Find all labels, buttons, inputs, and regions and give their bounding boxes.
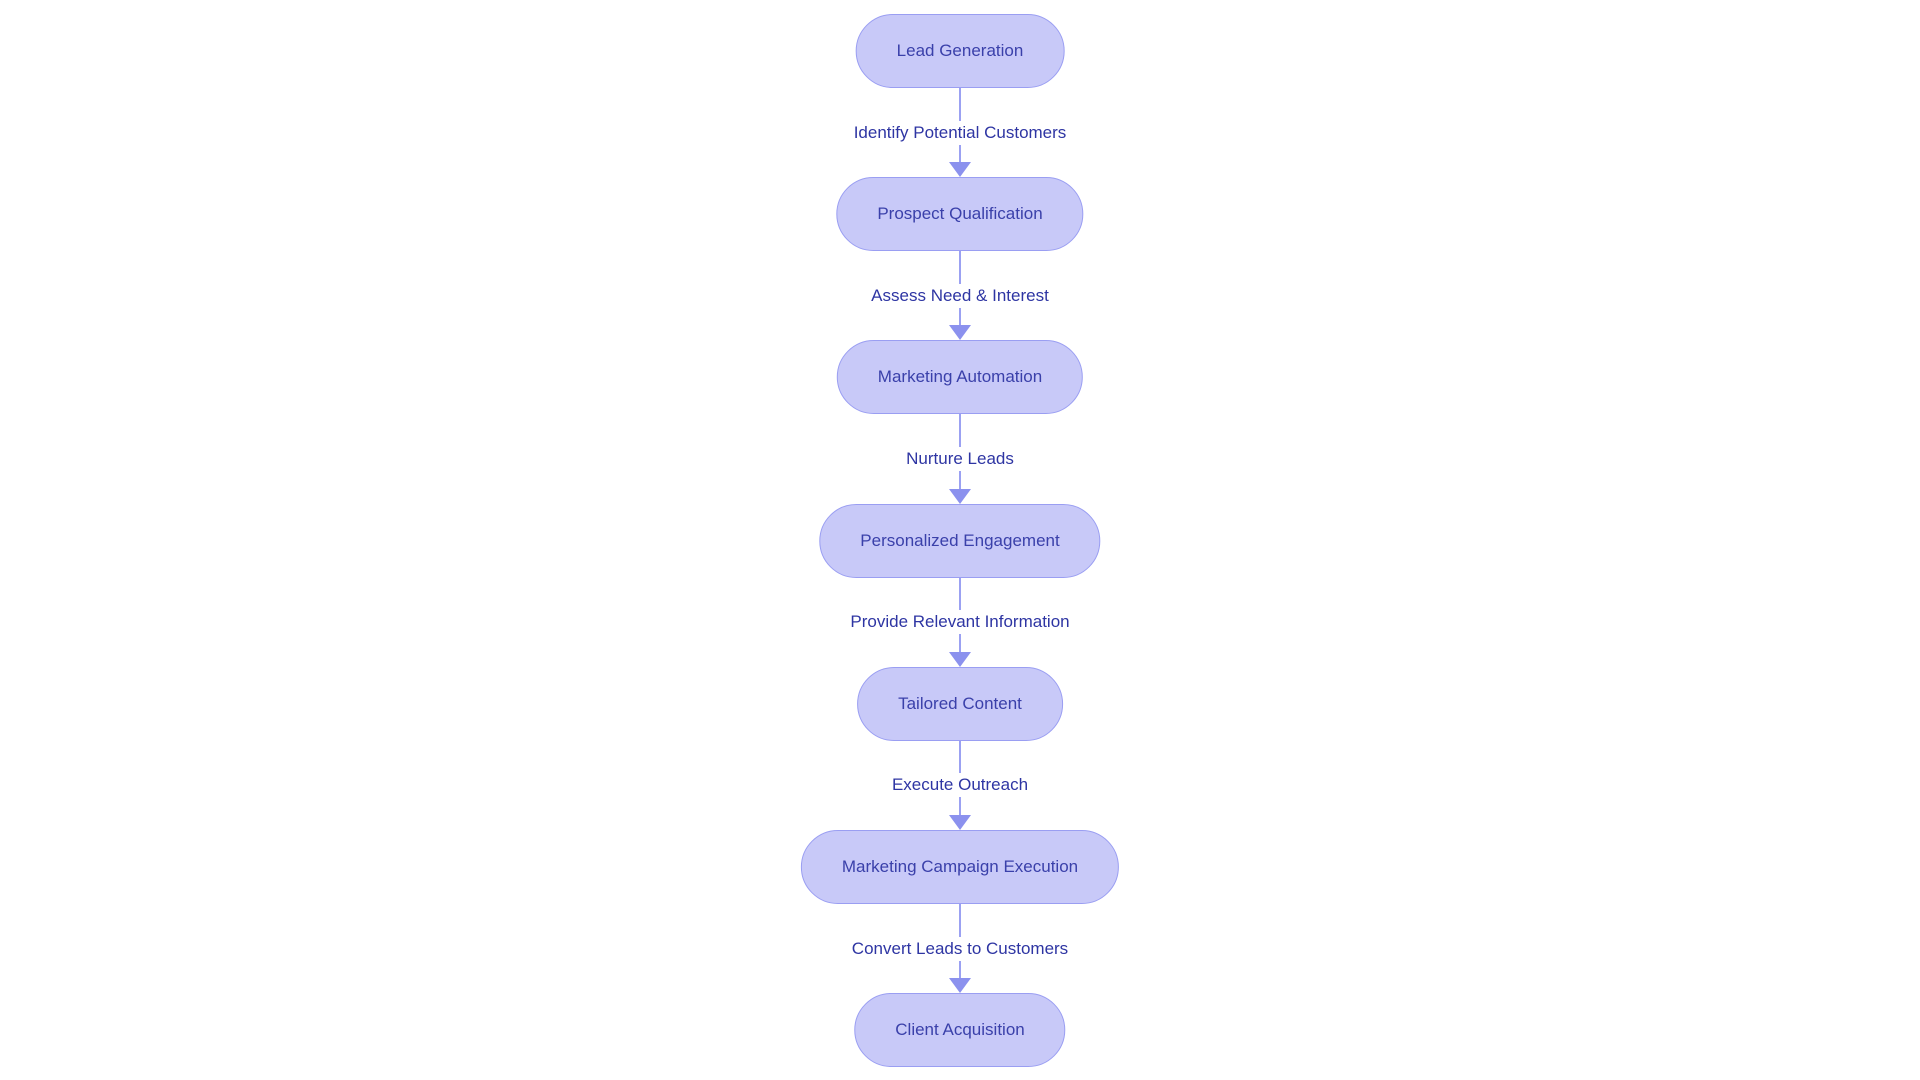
edge-label-nurture-leads: Nurture Leads — [900, 447, 1020, 471]
flow-node-personalized-engagement: Personalized Engagement — [819, 503, 1101, 578]
edge-arrowhead-icon — [949, 162, 971, 178]
edge-label-assess-need-interest: Assess Need & Interest — [865, 283, 1055, 308]
edge-label-convert-leads-to-customers: Convert Leads to Customers — [845, 936, 1075, 961]
edge-label-identify-potential-customers: Identify Potential Customers — [847, 120, 1073, 145]
flow-node-client-acquisition: Client Acquisition — [854, 993, 1066, 1068]
edge-label-provide-relevant-information: Provide Relevant Information — [844, 610, 1076, 635]
flow-node-prospect-qualification: Prospect Qualification — [836, 177, 1084, 252]
edge-arrowhead-icon — [949, 978, 971, 994]
edge-arrowhead-icon — [949, 651, 971, 667]
edge-arrowhead-icon — [949, 815, 971, 830]
flow-node-marketing-campaign-execution: Marketing Campaign Execution — [800, 830, 1120, 904]
flow-node-tailored-content: Tailored Content — [857, 666, 1063, 741]
flow-node-lead-generation: Lead Generation — [855, 14, 1065, 88]
flow-node-marketing-automation: Marketing Automation — [836, 340, 1084, 415]
edge-label-execute-outreach: Execute Outreach — [885, 773, 1035, 798]
edge-arrowhead-icon — [949, 325, 971, 341]
edge-arrowhead-icon — [949, 488, 971, 504]
